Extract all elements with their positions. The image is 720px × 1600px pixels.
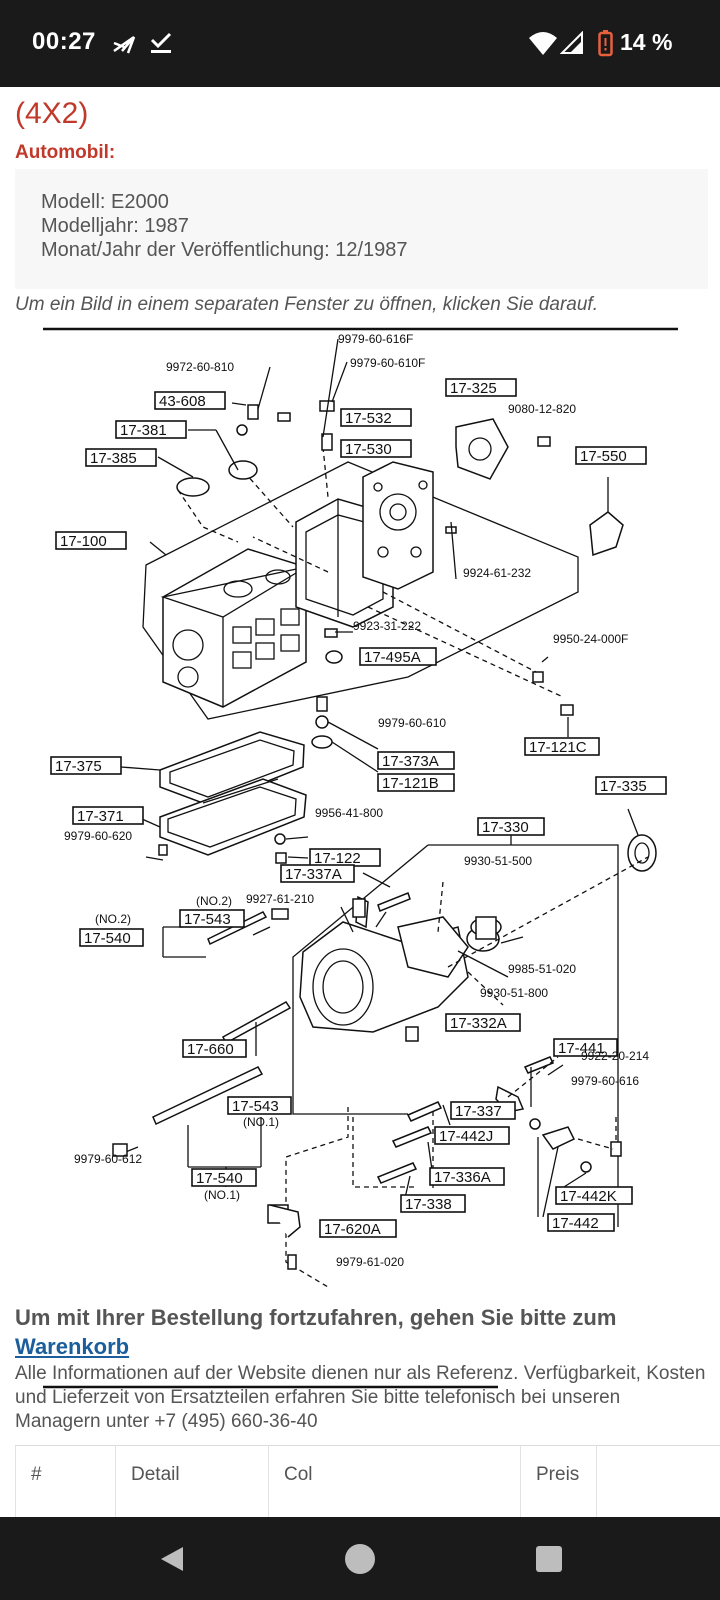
label-no1-top: (NO.1) [243,1115,279,1129]
diagram-labels: 43-608 17-532 17-530 17-381 17-385 17-32… [50,332,667,1269]
label-17-338: 17-338 [405,1196,452,1213]
sleeve-part [470,916,502,940]
label-9927-61-210: 9927-61-210 [246,892,314,906]
back-button[interactable] [158,1545,186,1573]
case-rear-part [362,461,434,590]
label-17-532: 17-532 [345,410,392,427]
proceed-message: Um mit Ihrer Bestellung fortzufahren, ge… [15,1305,617,1330]
label-17-337: 17-337 [455,1103,502,1120]
label-9979-60-616F: 9979-60-616F [338,332,413,346]
status-bar: 00:27 14 % [0,0,720,87]
proceed-text: Um mit Ihrer Bestellung fortzufahren, ge… [15,1303,705,1361]
label-17-121C: 17-121C [529,739,587,756]
label-17-441: 17-441 [558,1040,605,1057]
label-9922-20-214: 9922-20-214 [581,1049,649,1063]
label-17-540-bottom: 17-540 [196,1170,243,1187]
label-no2-top: (NO.2) [196,894,232,908]
label-no2-left: (NO.2) [95,912,131,926]
label-17-530: 17-530 [345,441,392,458]
model-text: Modell: E2000 [41,191,169,213]
label-17-122: 17-122 [314,850,361,867]
label-9930-51-500: 9930-51-500 [464,854,532,868]
send-icon [113,35,136,54]
recents-button[interactable] [535,1545,563,1573]
image-hint: Um ein Bild in einem separaten Fenster z… [15,294,598,315]
signal-icon [560,31,583,54]
label-17-381: 17-381 [120,422,167,439]
battery-low-icon [598,30,613,57]
label-17-543-bottom: 17-543 [232,1098,279,1115]
parts-diagram-svg: 43-608 17-532 17-530 17-381 17-385 17-32… [43,327,678,1389]
label-17-121B: 17-121B [382,775,439,792]
col-header-detail: Detail [115,1446,269,1517]
label-17-371: 17-371 [77,808,124,825]
label-9956-41-800: 9956-41-800 [315,806,383,820]
label-17-442J: 17-442J [439,1128,493,1145]
label-17-385: 17-385 [90,450,137,467]
release-date-text: Monat/Jahr der Veröffentlichung: 12/1987 [41,239,408,261]
oil-pan-part [158,696,333,864]
label-43-608: 43-608 [159,393,206,410]
small-hardware [176,400,624,716]
label-17-336A: 17-336A [434,1169,491,1186]
navigation-bar [0,1517,720,1600]
label-9979-61-020: 9979-61-020 [336,1255,404,1269]
check-icon [150,32,172,53]
web-page[interactable]: (4X2) Automobil: Modell: E2000 Modelljah… [0,87,720,1517]
label-9924-61-232: 9924-61-232 [463,566,531,580]
disclaimer-text: Alle Informationen auf der Website diene… [15,1363,706,1432]
label-17-660: 17-660 [187,1041,234,1058]
label-17-550: 17-550 [580,448,627,465]
label-17-442: 17-442 [552,1215,599,1232]
label-17-620A: 17-620A [324,1221,381,1238]
parts-table-header: # Detail Col Preis [15,1445,720,1517]
col-header-number: # [15,1446,116,1517]
label-9930-51-800: 9930-51-800 [480,986,548,1000]
col-header-col: Col [268,1446,521,1517]
label-17-100: 17-100 [60,533,107,550]
label-17-373A: 17-373A [382,753,439,770]
label-17-540-top: 17-540 [84,930,131,947]
label-9080-12-820: 9080-12-820 [508,402,576,416]
label-9950-24-000F: 9950-24-000F [553,632,628,646]
extension-housing-part [299,916,500,1042]
model-year-text: Modelljahr: 1987 [41,215,189,237]
automobile-label: Automobil: [15,142,116,163]
label-no1-bottom: (NO.1) [204,1188,240,1202]
battery-percent: 14 % [620,29,673,55]
case-front-part [160,548,307,708]
wifi-icon [529,32,557,55]
oil-seal-part [627,834,657,872]
status-time: 00:27 [32,28,96,55]
page-title: (4X2) [15,97,89,130]
cart-link[interactable]: Warenkorb [15,1334,130,1359]
label-17-375: 17-375 [55,758,102,775]
label-17-325: 17-325 [450,380,497,397]
label-17-495A: 17-495A [364,649,421,666]
label-17-330: 17-330 [482,819,529,836]
label-9979-60-610F: 9979-60-610F [350,356,425,370]
label-17-335: 17-335 [600,778,647,795]
label-17-337A: 17-337A [285,866,342,883]
label-9979-60-620: 9979-60-620 [64,829,132,843]
label-9979-60-612: 9979-60-612 [74,1152,142,1166]
label-17-332A: 17-332A [450,1015,507,1032]
vehicle-info-box: Modell: E2000 Modelljahr: 1987 Monat/Jah… [15,169,708,289]
label-9985-51-020: 9985-51-020 [508,962,576,976]
home-button[interactable] [344,1543,376,1575]
col-header-price: Preis [520,1446,597,1517]
label-9979-60-616: 9979-60-616 [571,1074,639,1088]
label-9972-60-810: 9972-60-810 [166,360,234,374]
label-9923-31-222: 9923-31-222 [353,619,421,633]
parts-diagram[interactable]: 43-608 17-532 17-530 17-381 17-385 17-32… [38,327,678,1397]
label-17-543-top: 17-543 [184,911,231,928]
label-17-442K: 17-442K [560,1188,617,1205]
label-9979-60-610: 9979-60-610 [378,716,446,730]
